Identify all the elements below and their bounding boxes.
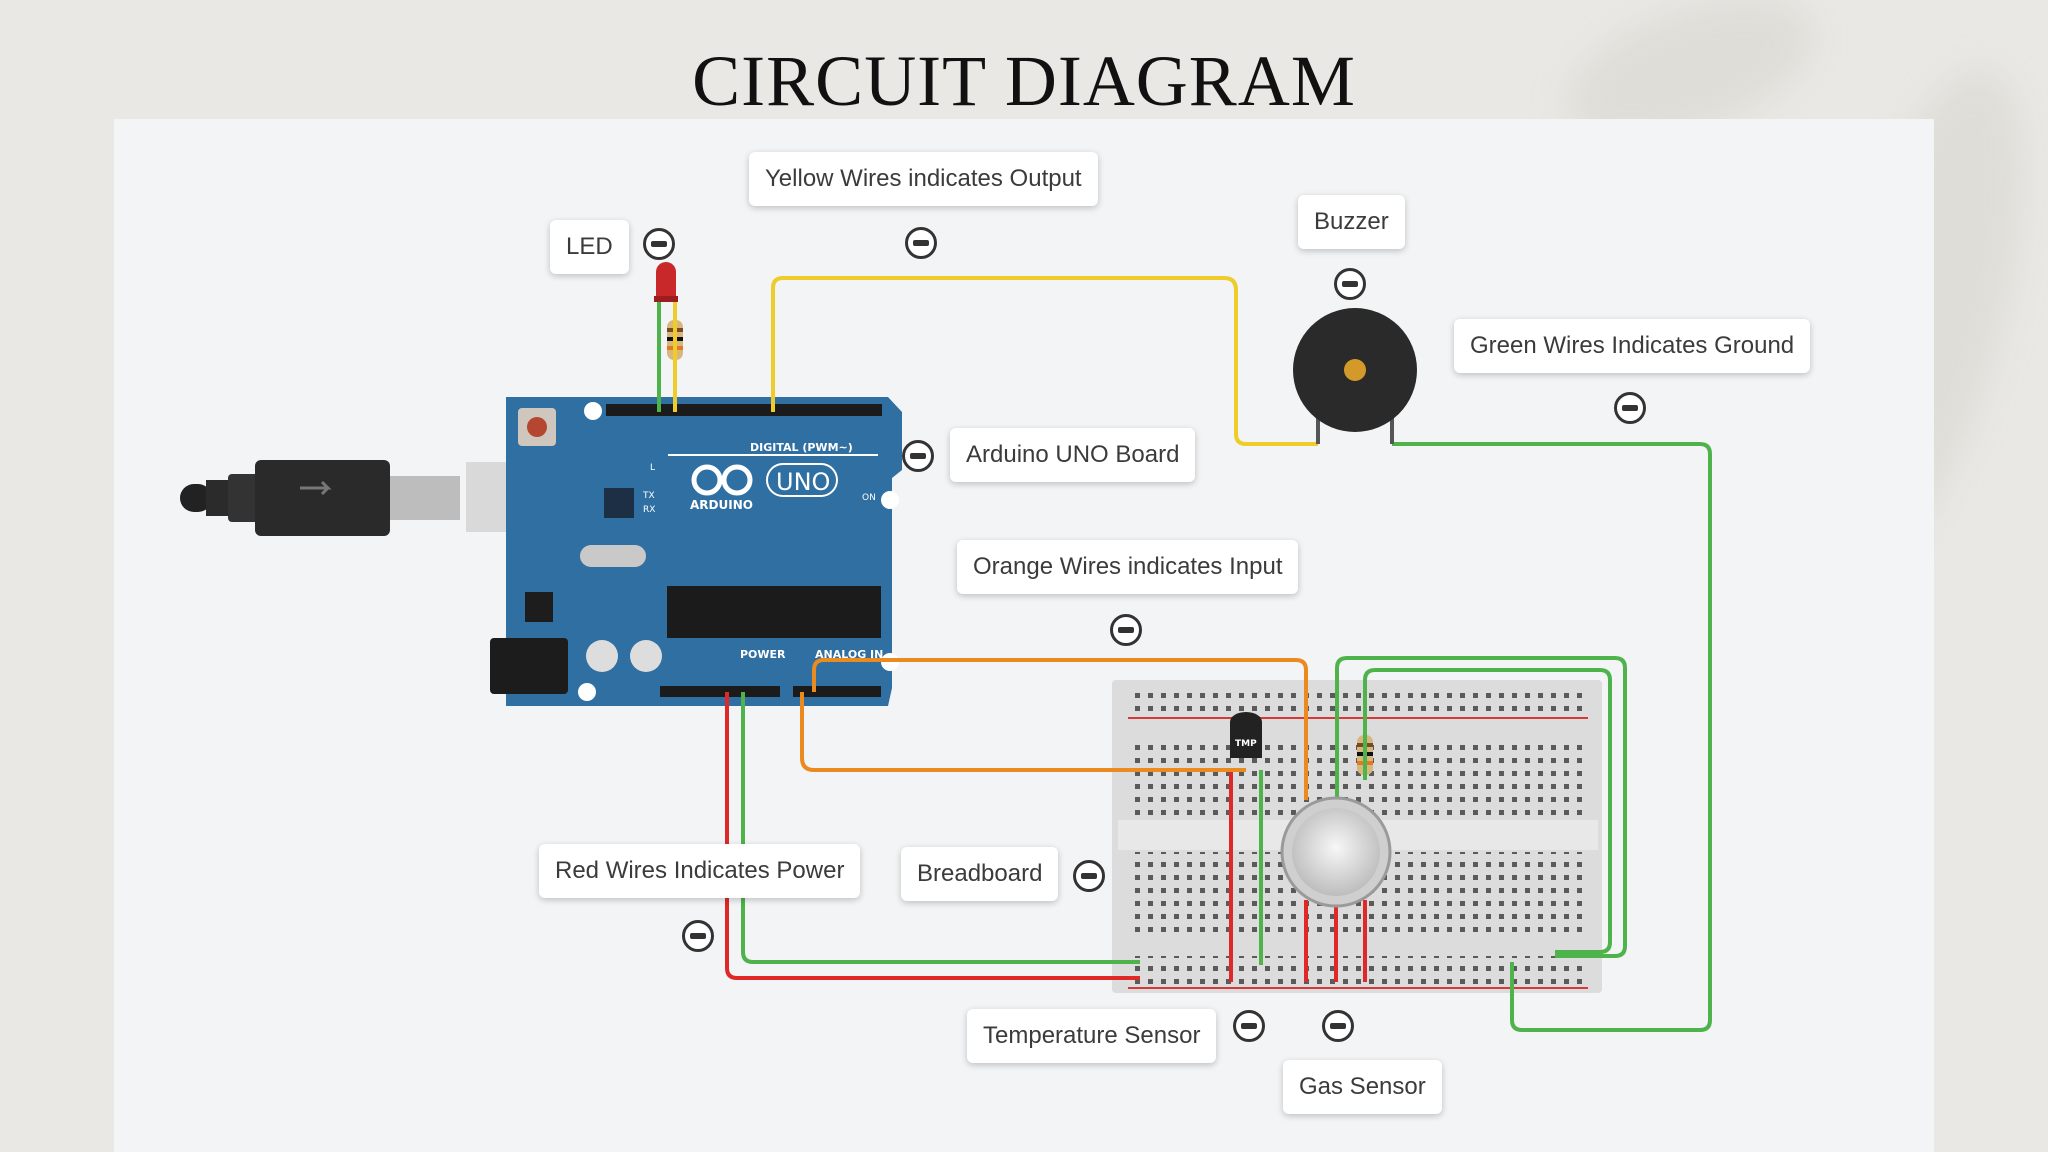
analog-header-label: ANALOG IN <box>815 648 883 661</box>
orange-input-wires <box>800 658 1308 800</box>
buzzer-label: Buzzer <box>1298 195 1405 249</box>
digital-header-label: DIGITAL (PWM~) <box>750 441 853 454</box>
on-indicator-label: ON <box>862 493 876 503</box>
gas-sensor-label: Gas Sensor <box>1283 1060 1442 1114</box>
minus-circle-icon[interactable] <box>643 228 675 260</box>
page-title: CIRCUIT DIAGRAM <box>692 41 1356 121</box>
rx-indicator-label: RX <box>643 505 655 515</box>
arduino-uno-board: DIGITAL (PWM~) POWER ANALOG IN UNO ARDUI… <box>490 397 902 706</box>
board-brand-logo: ARDUINO <box>690 498 753 512</box>
minus-circle-icon[interactable] <box>1073 860 1105 892</box>
arduino-board-label: Arduino UNO Board <box>950 428 1196 482</box>
minus-circle-icon[interactable] <box>1233 1010 1265 1042</box>
minus-circle-icon[interactable] <box>902 440 934 472</box>
minus-circle-icon[interactable] <box>1614 392 1646 424</box>
green-ground-wires <box>657 302 1712 1032</box>
l-indicator-label: L <box>650 463 655 473</box>
sensor-tag-label: TMP <box>1235 739 1257 749</box>
led-label: LED <box>550 220 629 274</box>
red-wires-label: Red Wires Indicates Power <box>539 844 861 898</box>
minus-circle-icon[interactable] <box>905 227 937 259</box>
minus-circle-icon[interactable] <box>1322 1010 1354 1042</box>
led-icon <box>654 262 678 302</box>
buzzer-icon <box>1293 308 1417 444</box>
orange-wires-label: Orange Wires indicates Input <box>957 540 1299 594</box>
temperature-sensor-icon: TMP <box>1230 712 1262 758</box>
temperature-sensor-label: Temperature Sensor <box>967 1009 1217 1063</box>
yellow-output-wires <box>673 276 1318 446</box>
minus-circle-icon[interactable] <box>682 920 714 952</box>
yellow-wires-label: Yellow Wires indicates Output <box>749 152 1098 206</box>
gas-sensor-icon <box>1280 796 1392 908</box>
red-power-wires <box>725 692 1367 982</box>
tx-indicator-label: TX <box>642 491 655 501</box>
breadboard-label: Breadboard <box>901 847 1059 901</box>
minus-circle-icon[interactable] <box>1110 614 1142 646</box>
board-model-logo: UNO <box>776 468 830 496</box>
power-header-label: POWER <box>740 648 786 661</box>
green-wires-label: Green Wires Indicates Ground <box>1454 319 1811 373</box>
minus-circle-icon[interactable] <box>1334 268 1366 300</box>
